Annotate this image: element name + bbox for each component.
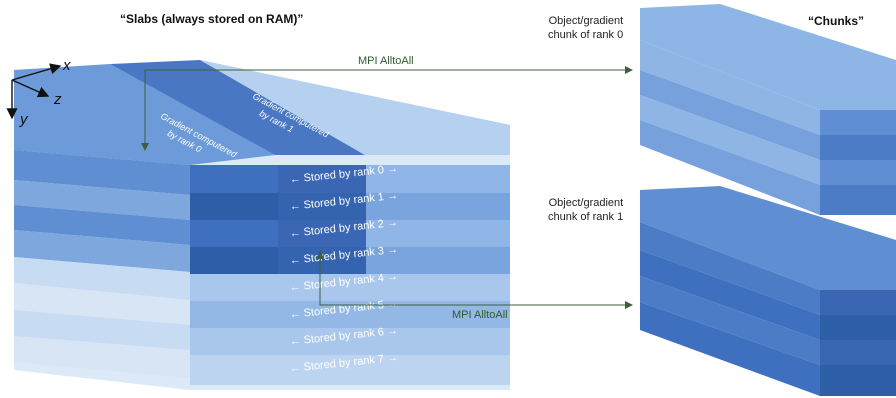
rank-row-0 — [190, 165, 510, 193]
chunk-1-caption: Object/gradient chunk of rank 1 — [548, 196, 623, 224]
bottom-alltoall-label: MPI AlltoAll — [452, 309, 508, 321]
chunks-title: “Chunks” — [808, 14, 865, 28]
rank-row-7 — [190, 355, 510, 385]
rank-row-6 — [190, 328, 510, 355]
chunk-0-caption-line2: chunk of rank 0 — [548, 29, 624, 41]
slab-stack — [14, 60, 510, 390]
axis-y-label: y — [19, 111, 29, 128]
top-alltoall-label: MPI AlltoAll — [358, 55, 414, 67]
rank-row-4 — [190, 274, 510, 301]
axis-glyph: x z y — [6, 57, 71, 128]
bottom-alltoall-arrow: MPI AlltoAll — [316, 250, 633, 321]
axis-x-label: x — [62, 57, 71, 74]
chunk-0-caption-line1: Object/gradient — [548, 15, 624, 27]
chunk-rank-1 — [640, 186, 896, 396]
rank-row-1 — [190, 193, 510, 220]
chunk-0-caption: Object/gradient chunk of rank 0 — [548, 14, 623, 42]
top-alltoall-arrow: MPI AlltoAll — [141, 55, 633, 151]
slabs-title: “Slabs (always stored on RAM)” — [120, 12, 304, 26]
chunk-1-caption-line2: chunk of rank 1 — [548, 211, 624, 223]
rank-row-2 — [190, 220, 510, 247]
chunk-rank-0 — [640, 4, 896, 215]
axis-z-label: z — [53, 91, 62, 108]
chunk-1-caption-line1: Object/gradient — [548, 197, 624, 209]
